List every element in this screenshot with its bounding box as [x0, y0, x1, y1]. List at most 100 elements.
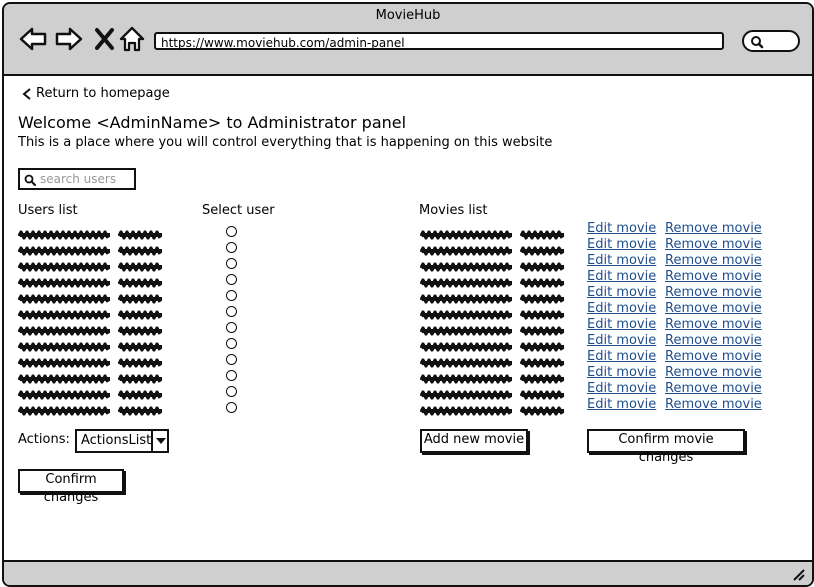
- edit-movie-link[interactable]: Edit movie: [587, 221, 657, 236]
- user-name-placeholder: [17, 273, 112, 288]
- remove-movie-link[interactable]: Remove movie: [665, 397, 762, 412]
- select-user-radio[interactable]: [226, 370, 237, 381]
- user-detail-placeholder: [117, 305, 164, 320]
- url-bar[interactable]: https://www.moviehub.com/admin-panel: [154, 32, 724, 50]
- movie-title-placeholder: [419, 401, 514, 416]
- edit-movie-link[interactable]: Edit movie: [587, 397, 657, 412]
- select-user-radio[interactable]: [226, 258, 237, 269]
- movie-title-placeholder: [419, 289, 514, 304]
- select-user-radio[interactable]: [226, 322, 237, 333]
- remove-movie-link[interactable]: Remove movie: [665, 221, 762, 236]
- movie-detail-placeholder: [519, 305, 566, 320]
- remove-movie-link[interactable]: Remove movie: [665, 333, 762, 348]
- user-name-placeholder: [17, 241, 112, 256]
- user-detail-placeholder: [117, 289, 164, 304]
- movie-detail-placeholder: [519, 353, 566, 368]
- remove-movie-link[interactable]: Remove movie: [665, 349, 762, 364]
- user-name-placeholder: [17, 353, 112, 368]
- add-new-movie-button[interactable]: Add new movie: [420, 429, 528, 453]
- movie-detail-placeholder: [519, 321, 566, 336]
- actions-dropdown-value: ActionsList: [81, 433, 152, 448]
- remove-movie-link[interactable]: Remove movie: [665, 253, 762, 268]
- edit-movie-link[interactable]: Edit movie: [587, 381, 657, 396]
- movie-title-placeholder: [419, 321, 514, 336]
- select-user-radio[interactable]: [226, 242, 237, 253]
- resize-grip-icon[interactable]: [792, 568, 806, 582]
- movie-title-placeholder: [419, 369, 514, 384]
- edit-movie-link[interactable]: Edit movie: [587, 317, 657, 332]
- remove-movie-link[interactable]: Remove movie: [665, 301, 762, 316]
- return-link-label: Return to homepage: [36, 86, 170, 101]
- select-user-radio[interactable]: [226, 386, 237, 397]
- movie-title-placeholder: [419, 337, 514, 352]
- select-user-radio[interactable]: [226, 338, 237, 349]
- movie-detail-placeholder: [519, 225, 566, 240]
- edit-movie-link[interactable]: Edit movie: [587, 269, 657, 284]
- user-detail-placeholder: [117, 385, 164, 400]
- forward-icon[interactable]: [54, 24, 84, 54]
- remove-movie-link[interactable]: Remove movie: [665, 381, 762, 396]
- movie-detail-placeholder: [519, 369, 566, 384]
- user-name-placeholder: [17, 305, 112, 320]
- user-name-placeholder: [17, 337, 112, 352]
- actions-dropdown[interactable]: ActionsList: [75, 429, 169, 453]
- remove-movie-link[interactable]: Remove movie: [665, 317, 762, 332]
- select-user-radio[interactable]: [226, 402, 237, 413]
- select-user-radio[interactable]: [226, 290, 237, 301]
- remove-movie-link[interactable]: Remove movie: [665, 365, 762, 380]
- confirm-movie-changes-button[interactable]: Confirm movie changes: [587, 429, 745, 465]
- movie-detail-placeholder: [519, 273, 566, 288]
- movie-detail-placeholder: [519, 385, 566, 400]
- user-detail-placeholder: [117, 241, 164, 256]
- movie-title-placeholder: [419, 257, 514, 272]
- movie-title-placeholder: [419, 353, 514, 368]
- user-detail-placeholder: [117, 273, 164, 288]
- select-user-radio[interactable]: [226, 226, 237, 237]
- actions-label: Actions:: [18, 432, 70, 447]
- user-detail-placeholder: [117, 353, 164, 368]
- movie-title-placeholder: [419, 305, 514, 320]
- user-detail-placeholder: [117, 337, 164, 352]
- select-user-radio[interactable]: [226, 274, 237, 285]
- back-icon[interactable]: [18, 24, 48, 54]
- user-name-placeholder: [17, 225, 112, 240]
- user-name-placeholder: [17, 385, 112, 400]
- remove-movie-link[interactable]: Remove movie: [665, 269, 762, 284]
- browser-search-field[interactable]: [742, 30, 800, 52]
- edit-movie-link[interactable]: Edit movie: [587, 301, 657, 316]
- movie-detail-placeholder: [519, 337, 566, 352]
- edit-movie-link[interactable]: Edit movie: [587, 349, 657, 364]
- select-user-radio[interactable]: [226, 354, 237, 365]
- remove-movie-link[interactable]: Remove movie: [665, 285, 762, 300]
- user-name-placeholder: [17, 369, 112, 384]
- edit-movie-link[interactable]: Edit movie: [587, 253, 657, 268]
- users-list-header: Users list: [18, 203, 78, 218]
- movie-title-placeholder: [419, 273, 514, 288]
- edit-movie-link[interactable]: Edit movie: [587, 285, 657, 300]
- edit-movie-link[interactable]: Edit movie: [587, 333, 657, 348]
- edit-movie-link[interactable]: Edit movie: [587, 237, 657, 252]
- select-user-radio[interactable]: [226, 306, 237, 317]
- home-icon[interactable]: [117, 24, 147, 54]
- movie-detail-placeholder: [519, 401, 566, 416]
- movie-title-placeholder: [419, 241, 514, 256]
- search-users-input[interactable]: search users: [18, 168, 136, 190]
- chevron-left-icon: [22, 88, 31, 100]
- user-detail-placeholder: [117, 321, 164, 336]
- user-name-placeholder: [17, 401, 112, 416]
- user-detail-placeholder: [117, 369, 164, 384]
- user-name-placeholder: [17, 321, 112, 336]
- movie-title-placeholder: [419, 225, 514, 240]
- user-detail-placeholder: [117, 257, 164, 272]
- confirm-changes-button[interactable]: Confirm changes: [18, 469, 124, 505]
- remove-movie-link[interactable]: Remove movie: [665, 237, 762, 252]
- page-subtitle: This is a place where you will control e…: [18, 135, 553, 150]
- movie-detail-placeholder: [519, 257, 566, 272]
- dropdown-arrow[interactable]: [151, 431, 169, 451]
- search-icon: [751, 36, 764, 49]
- edit-movie-link[interactable]: Edit movie: [587, 365, 657, 380]
- search-placeholder: search users: [40, 172, 117, 186]
- close-icon[interactable]: [90, 24, 120, 54]
- search-icon: [24, 174, 36, 186]
